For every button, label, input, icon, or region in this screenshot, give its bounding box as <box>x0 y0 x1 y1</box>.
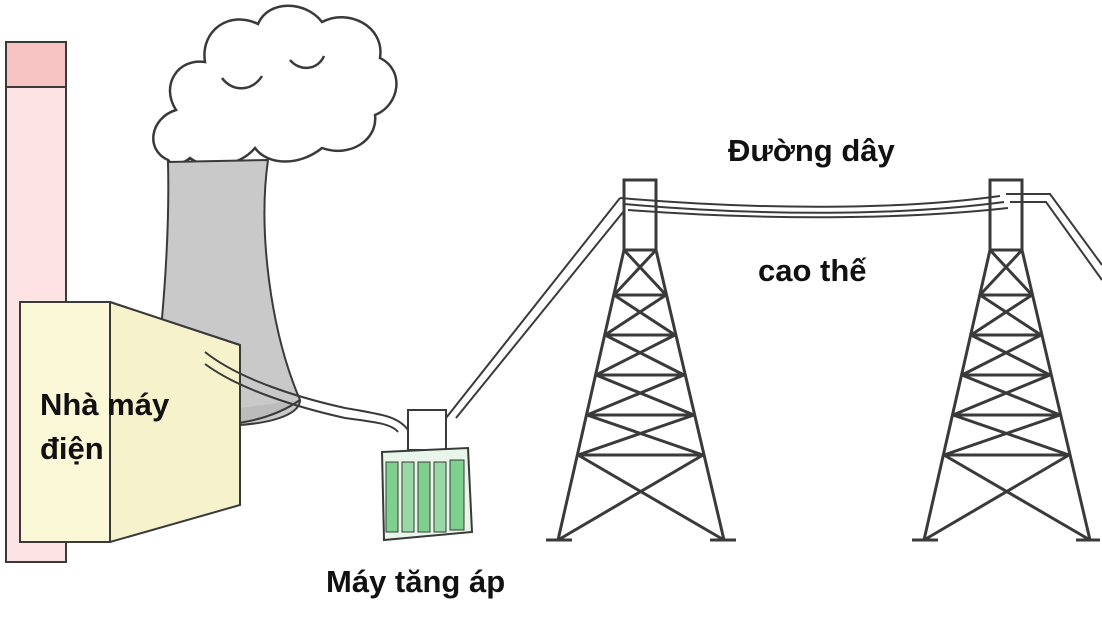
building-icon <box>19 301 241 543</box>
high-voltage-line <box>619 193 1102 281</box>
transformer-cable <box>445 197 629 419</box>
transformer-label: Máy tăng áp <box>326 564 506 599</box>
plant-label-line2: điện <box>40 431 104 466</box>
plant-label-line1: Nhà máy <box>40 387 170 422</box>
transformer-icon <box>380 409 474 542</box>
line-label-line2: cao thế <box>758 253 867 288</box>
smoke-cloud-icon <box>152 4 398 167</box>
pylon-icon <box>546 178 736 542</box>
plant-cable <box>204 351 409 433</box>
line-label-line1: Đường dây <box>728 133 895 168</box>
pylon-icon <box>912 178 1100 542</box>
